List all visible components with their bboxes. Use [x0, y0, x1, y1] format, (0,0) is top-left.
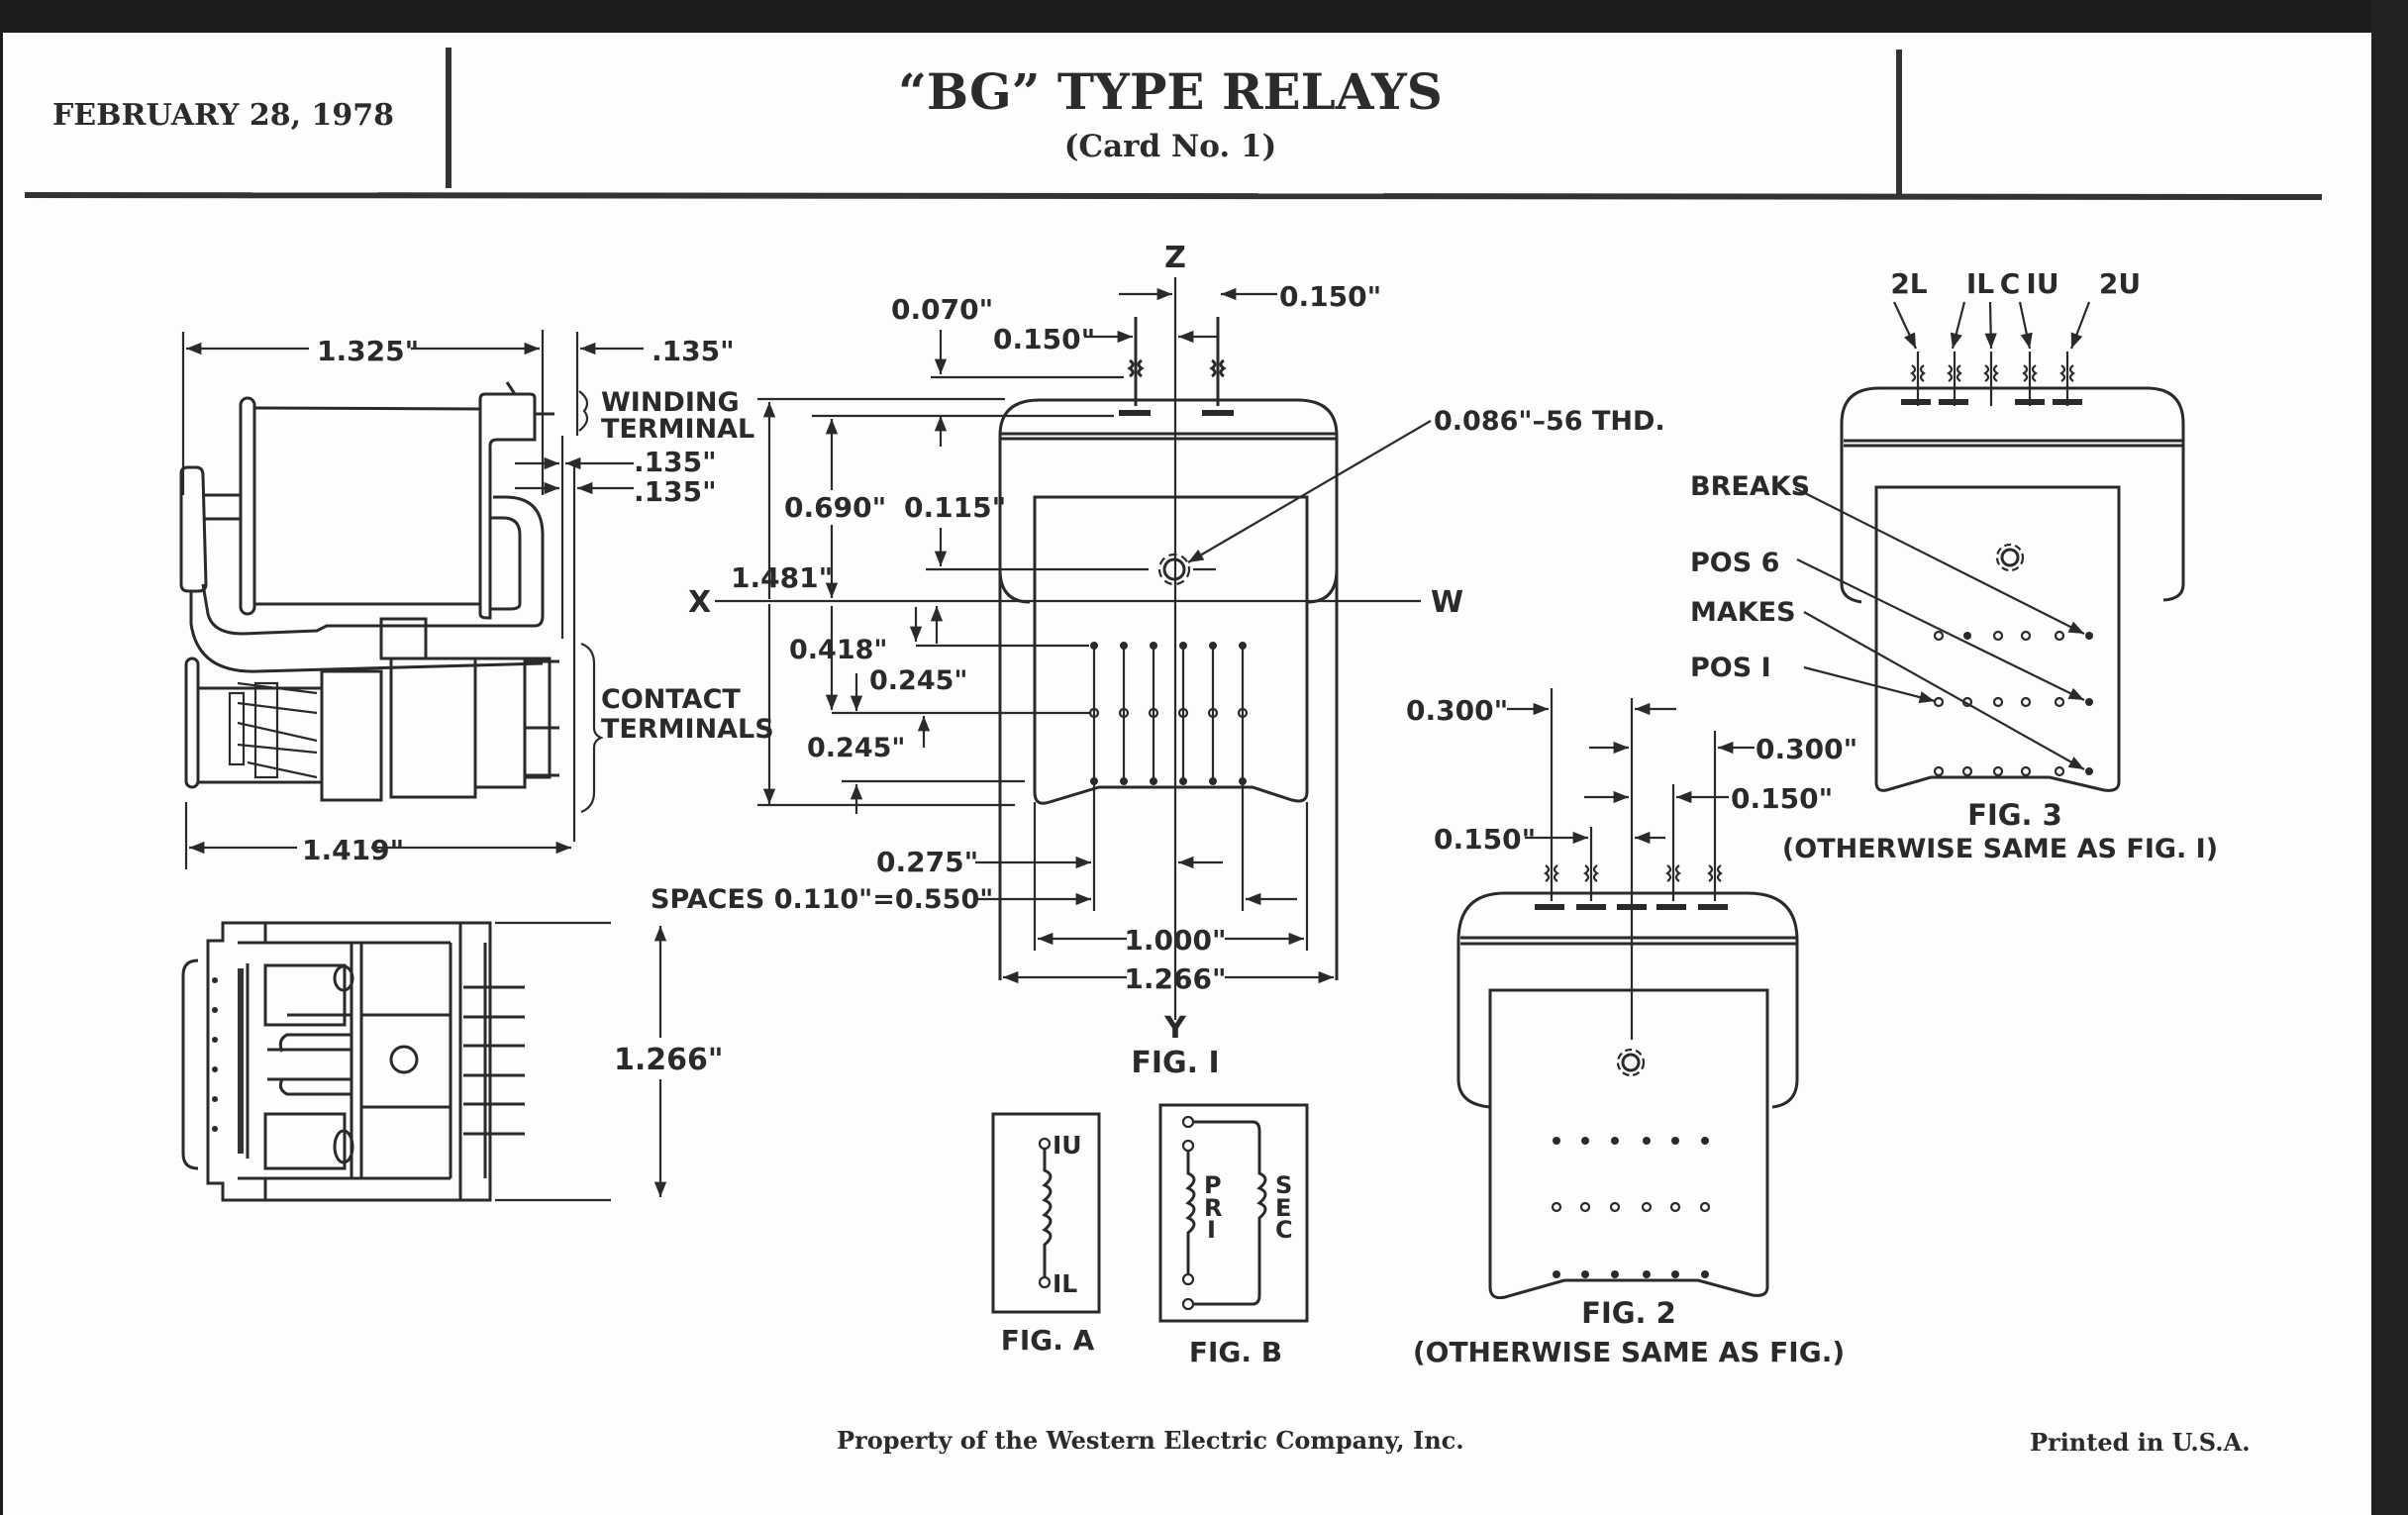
- svg-text:S: S: [1275, 1171, 1292, 1199]
- dim-690: 0.690": [784, 491, 886, 524]
- fig2-note: (OTHERWISE SAME AS FIG.): [1413, 1336, 1845, 1368]
- dim-245-b: 0.245": [807, 733, 905, 763]
- fig-b-secondary-label: S E C: [1275, 1171, 1293, 1244]
- svg-text:2L: 2L: [1890, 267, 1927, 300]
- fig2-contact-dots: [1553, 1137, 1709, 1278]
- fig3-caption: FIG. 3: [1967, 798, 2062, 832]
- axis-y: Y: [1163, 1011, 1187, 1046]
- fig2-caption: FIG. 2: [1581, 1296, 1676, 1330]
- dim-offset-1: .135": [634, 446, 717, 478]
- fig2-dim-150-left: 0.150": [1434, 823, 1536, 856]
- dim-width-top: 1.325": [317, 335, 419, 367]
- dim-1481: 1.481": [731, 561, 833, 594]
- contact-grid: [1033, 642, 1309, 951]
- fig3-contact-dots: [1933, 630, 2065, 777]
- dim-width-bottom: 1.419": [302, 834, 404, 866]
- fig3-callout-pos6: POS 6: [1690, 548, 1779, 578]
- fig3: 2L IL C IU 2U: [1690, 267, 2218, 864]
- svg-text:IU: IU: [2026, 267, 2058, 300]
- thread-callout: 0.086"–56 THD.: [1434, 406, 1665, 437]
- fig-a-caption: FIG. A: [1001, 1324, 1095, 1357]
- dim-275: 0.275": [876, 846, 978, 878]
- axis-z: Z: [1164, 241, 1186, 275]
- svg-text:P: P: [1204, 1171, 1222, 1199]
- fig2-dim-150-right: 0.150": [1731, 782, 1833, 815]
- fig3-callout-breaks: BREAKS: [1690, 471, 1810, 502]
- footer: Property of the Western Electric Company…: [837, 1426, 2251, 1457]
- scan-border: [2371, 0, 2408, 1515]
- svg-text:E: E: [1275, 1194, 1291, 1222]
- axis-w: W: [1431, 585, 1463, 620]
- dim-150-right: 0.150": [1279, 280, 1381, 313]
- fig-b-primary-label: P R I: [1204, 1171, 1222, 1244]
- fig3-terminal-labels: 2L IL C IU 2U: [1890, 267, 2141, 300]
- contact-terminals-label-1: CONTACT: [601, 684, 741, 715]
- fig2: 0.300" 0.300" 0.150" 0.150" FIG. 2 (OTHE…: [1406, 688, 1857, 1368]
- fig2-dim-300-left: 0.300": [1406, 694, 1508, 727]
- dim-1266: 1.266": [1124, 962, 1226, 995]
- dim-245-a: 0.245": [869, 665, 967, 696]
- header-rule: [24, 192, 2323, 200]
- fig-a: IU IL FIG. A: [991, 1112, 1101, 1357]
- date: FEBRUARY 28, 1978: [52, 98, 394, 133]
- dim-terminal-offset: .135": [652, 335, 735, 367]
- contact-terminals-label-2: TERMINALS: [601, 714, 774, 745]
- fig-b: P R I S E C FIG. B: [1158, 1103, 1309, 1368]
- dim-150-left: 0.150": [993, 323, 1095, 355]
- side-view: 1.325" .135": [179, 330, 774, 869]
- fig-b-caption: FIG. B: [1189, 1336, 1282, 1368]
- fig3-note: (OTHERWISE SAME AS FIG. I): [1782, 834, 2218, 864]
- fig-a-terminal-bottom: IL: [1053, 1269, 1077, 1298]
- svg-text:C: C: [2000, 267, 2021, 300]
- winding-terminal-label-2: TERMINAL: [601, 414, 754, 445]
- header: FEBRUARY 28, 1978 “BG” TYPE RELAYS (Card…: [24, 48, 2323, 200]
- svg-text:R: R: [1204, 1194, 1222, 1222]
- dim-418: 0.418": [789, 635, 887, 665]
- svg-text:IL: IL: [1966, 267, 1994, 300]
- dim-offset-2: .135": [634, 475, 717, 508]
- dim-1000: 1.000": [1124, 924, 1226, 957]
- page-subtitle: (Card No. 1): [1064, 129, 1277, 164]
- fig1: Z Y FIG. I X W 0.150": [651, 241, 1665, 1080]
- winding-terminal-label-1: WINDING: [601, 387, 740, 418]
- page-title: “BG” TYPE RELAYS: [898, 62, 1443, 121]
- dim-height: 1.266": [614, 1043, 724, 1077]
- svg-text:C: C: [1275, 1216, 1293, 1244]
- spaces-dim: SPACES 0.110"=0.550": [651, 884, 993, 915]
- axis-x: X: [688, 585, 711, 620]
- footer-property: Property of the Western Electric Company…: [837, 1426, 1464, 1455]
- svg-text:2U: 2U: [2099, 267, 2141, 300]
- fig3-callout-makes: MAKES: [1690, 597, 1796, 628]
- fig2-dim-300-right: 0.300": [1756, 733, 1857, 765]
- dim-070: 0.070": [891, 293, 993, 326]
- top-view: 1.266": [181, 921, 724, 1202]
- svg-text:I: I: [1207, 1216, 1216, 1244]
- dim-115: 0.115": [904, 491, 1006, 524]
- fig1-caption: FIG. I: [1131, 1046, 1219, 1080]
- footer-printed: Printed in U.S.A.: [2030, 1428, 2251, 1457]
- fig3-callout-pos1: POS I: [1690, 653, 1771, 683]
- fig-a-terminal-top: IU: [1053, 1131, 1082, 1160]
